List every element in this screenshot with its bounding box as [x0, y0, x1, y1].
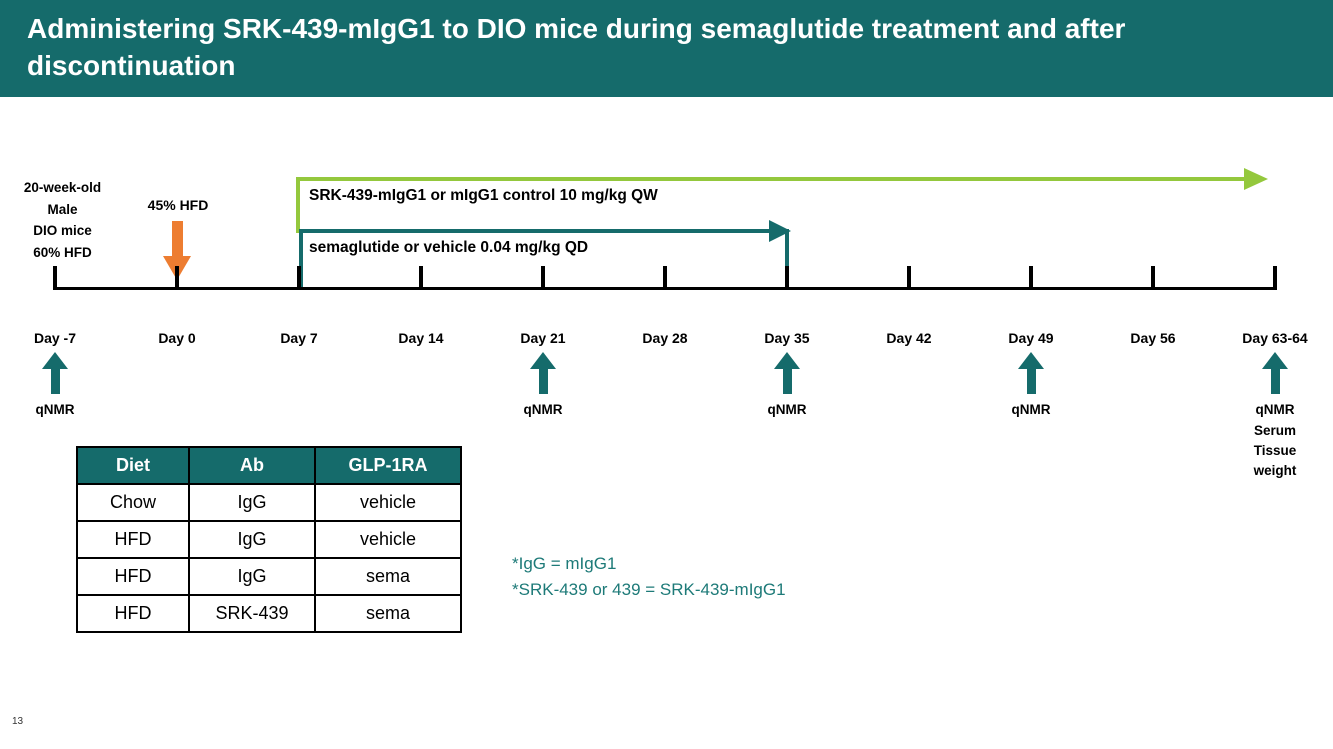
table-cell: IgG	[188, 520, 316, 559]
table-header-ab: Ab	[188, 446, 316, 485]
table-row: HFD IgG vehicle	[76, 520, 462, 559]
day-label: Day 21	[520, 330, 566, 346]
study-population-line: 60% HFD	[33, 244, 92, 260]
table-cell: sema	[314, 594, 462, 633]
timeline-tick	[663, 266, 667, 290]
footnote-line: *IgG = mIgG1	[512, 554, 617, 573]
table-cell: IgG	[188, 557, 316, 596]
qnmr-arrow-shaft	[50, 369, 60, 394]
qnmr-arrowhead-icon	[774, 352, 800, 369]
table-row: HFD IgG sema	[76, 557, 462, 596]
timeline-tick	[907, 266, 911, 290]
srk-arrow-elbow	[296, 177, 300, 233]
timeline-tick	[419, 266, 423, 290]
day-label: Day 7	[280, 330, 318, 346]
study-population-line: 20-week-old	[23, 180, 102, 195]
final-measure-line: Tissue	[1253, 443, 1297, 458]
qnmr-label: qNMR	[767, 402, 807, 417]
day-label: Day 0	[158, 330, 196, 346]
qnmr-arrowhead-icon	[42, 352, 68, 369]
qnmr-arrow-icon	[1018, 352, 1044, 394]
timeline-tick	[175, 266, 179, 290]
hfd-switch-label: 45% HFD	[147, 197, 209, 213]
qnmr-label: qNMR	[1011, 402, 1051, 417]
qnmr-arrow-icon	[1262, 352, 1288, 394]
srk-arrow-label: SRK-439-mIgG1 or mIgG1 control 10 mg/kg …	[309, 187, 658, 204]
table-header-diet: Diet	[76, 446, 190, 485]
table-cell: sema	[314, 557, 462, 596]
table-cell: vehicle	[314, 520, 462, 559]
qnmr-arrow-shaft	[538, 369, 548, 394]
table-cell: SRK-439	[188, 594, 316, 633]
day-label: Day 49	[1008, 330, 1054, 346]
sema-arrow-label: semaglutide or vehicle 0.04 mg/kg QD	[309, 239, 589, 256]
study-population-line: DIO mice	[33, 223, 92, 239]
group-table: Diet Ab GLP-1RA Chow IgG vehicle HFD IgG…	[76, 446, 462, 633]
qnmr-arrowhead-icon	[530, 352, 556, 369]
final-measure-line: Serum	[1253, 423, 1297, 438]
timeline-tick	[1151, 266, 1155, 290]
qnmr-label: qNMR	[1255, 402, 1295, 417]
timeline-tick	[1029, 266, 1033, 290]
qnmr-arrow-icon	[42, 352, 68, 394]
table-header-glp1ra: GLP-1RA	[314, 446, 462, 485]
table-cell: HFD	[76, 520, 190, 559]
final-measure-labels: Serum Tissue weight	[1254, 421, 1297, 481]
day-label: Day 14	[398, 330, 444, 346]
timeline-tick	[53, 266, 57, 290]
timeline-tick	[1273, 266, 1277, 290]
qnmr-arrow-shaft	[782, 369, 792, 394]
qnmr-arrow-icon	[530, 352, 556, 394]
table-cell: IgG	[188, 483, 316, 522]
table-row: Chow IgG vehicle	[76, 483, 462, 522]
table-cell: HFD	[76, 557, 190, 596]
qnmr-arrow-shaft	[1026, 369, 1036, 394]
sema-arrow-elbow-end	[785, 229, 789, 289]
day-label: Day 42	[886, 330, 932, 346]
qnmr-arrowhead-icon	[1018, 352, 1044, 369]
qnmr-arrow-shaft	[1270, 369, 1280, 394]
sema-arrow-elbow-start	[299, 229, 303, 289]
study-population-line: Male	[47, 201, 78, 217]
day-label: Day 35	[764, 330, 810, 346]
day-label: Day 63-64	[1242, 330, 1308, 346]
qnmr-label: qNMR	[35, 402, 75, 417]
qnmr-arrowhead-icon	[1262, 352, 1288, 369]
timeline-tick	[785, 266, 789, 290]
study-population-label: 20-week-old Male DIO mice 60% HFD	[5, 177, 120, 263]
table-row: HFD SRK-439 sema	[76, 594, 462, 633]
srk-arrowhead-icon	[1244, 168, 1268, 190]
srk-arrow-line	[296, 177, 1246, 181]
table-cell: HFD	[76, 594, 190, 633]
footnote-line: *SRK-439 or 439 = SRK-439-mIgG1	[512, 580, 786, 599]
day-label: Day -7	[33, 330, 77, 346]
qnmr-arrow-icon	[774, 352, 800, 394]
table-header-row: Diet Ab GLP-1RA	[76, 446, 462, 485]
qnmr-label: qNMR	[523, 402, 563, 417]
day-label: Day 28	[642, 330, 688, 346]
sema-arrow-line	[299, 229, 769, 233]
table-cell: vehicle	[314, 483, 462, 522]
slide-title: Administering SRK-439-mIgG1 to DIO mice …	[0, 0, 1333, 97]
hfd-switch-arrow	[172, 221, 183, 258]
timeline-tick	[541, 266, 545, 290]
day-label: Day 56	[1130, 330, 1176, 346]
page-number: 13	[12, 716, 24, 727]
timeline-tick	[297, 266, 301, 290]
table-cell: Chow	[76, 483, 190, 522]
footnotes: *IgG = mIgG1 *SRK-439 or 439 = SRK-439-m…	[512, 551, 786, 603]
final-measure-line: weight	[1253, 463, 1297, 478]
